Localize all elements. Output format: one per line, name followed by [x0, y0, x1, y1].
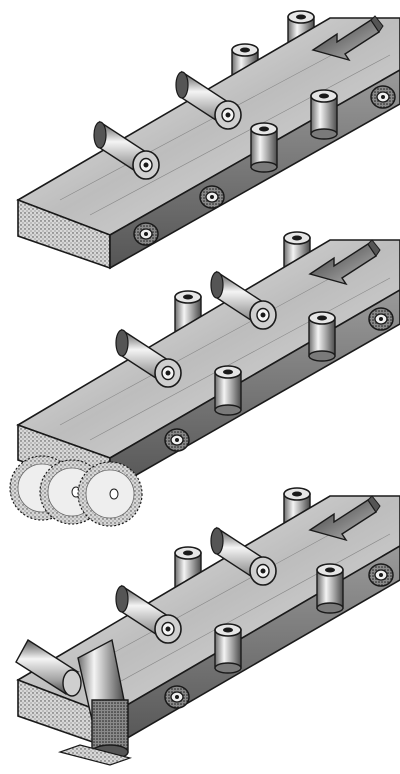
- panel-cutting: [9, 231, 400, 527]
- clamp-icon: [15, 638, 133, 766]
- saw-blade-icon: [9, 455, 143, 527]
- panel-feed: [16, 10, 400, 270]
- panel-clamping: [15, 487, 400, 766]
